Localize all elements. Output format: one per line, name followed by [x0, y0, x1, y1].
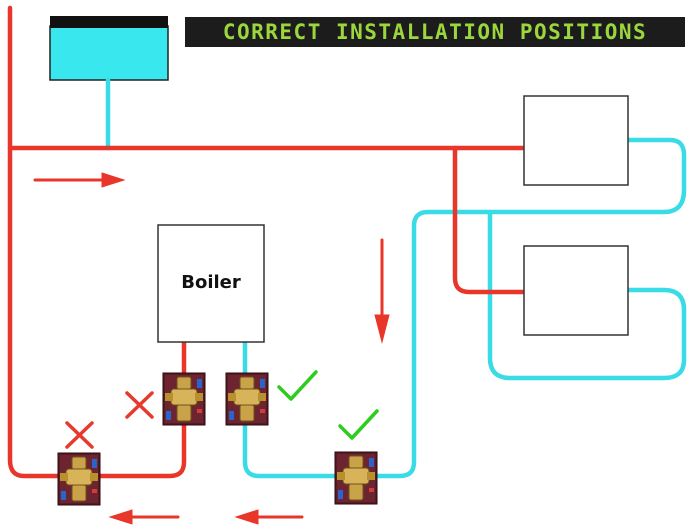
valve-return-right — [334, 451, 378, 505]
title-text: CORRECT INSTALLATION POSITIONS — [222, 20, 648, 44]
flow-arrow-left-icon — [108, 509, 180, 525]
flow-arrow-down-icon — [374, 238, 390, 344]
expansion-tank-water — [49, 25, 169, 81]
boiler-label: Boiler — [181, 272, 241, 293]
return-pipe-lower-radiator — [487, 211, 687, 381]
radiator-upper — [523, 95, 629, 186]
valve-boiler-return — [225, 372, 269, 426]
boiler — [157, 224, 265, 343]
cross-icon — [65, 421, 94, 449]
title-banner: CORRECT INSTALLATION POSITIONS — [185, 17, 685, 47]
valve-left-corner — [57, 452, 101, 506]
flow-arrow-left-icon-2 — [234, 509, 304, 525]
flow-branch-pipe — [452, 145, 529, 295]
valve-boiler-flow — [162, 372, 206, 426]
return-pipe-boiler — [242, 137, 687, 479]
expansion-tank-lid — [50, 16, 168, 28]
cross-icon-2 — [125, 391, 154, 419]
check-icon — [277, 370, 318, 401]
flow-arrow-right-icon — [33, 172, 126, 188]
check-icon-2 — [338, 409, 379, 440]
radiator-lower — [523, 245, 629, 336]
